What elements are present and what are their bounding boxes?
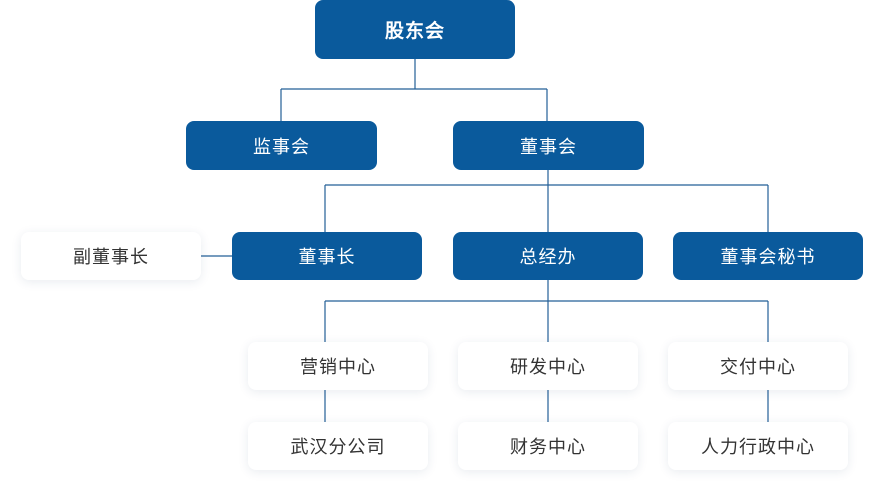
node-rd-center: 研发中心	[458, 342, 638, 390]
node-board-of-supervisors: 监事会	[186, 121, 377, 170]
node-board-secretary: 董事会秘书	[673, 232, 863, 280]
node-vice-chairman: 副董事长	[21, 232, 201, 280]
node-shareholders-meeting: 股东会	[315, 0, 515, 59]
node-gm-office: 总经办	[453, 232, 643, 280]
node-delivery-center: 交付中心	[668, 342, 848, 390]
node-board-of-directors: 董事会	[453, 121, 644, 170]
node-chairman: 董事长	[232, 232, 422, 280]
node-wuhan-branch: 武汉分公司	[248, 422, 428, 470]
node-hr-admin-center: 人力行政中心	[668, 422, 848, 470]
node-marketing-center: 营销中心	[248, 342, 428, 390]
node-finance-center: 财务中心	[458, 422, 638, 470]
